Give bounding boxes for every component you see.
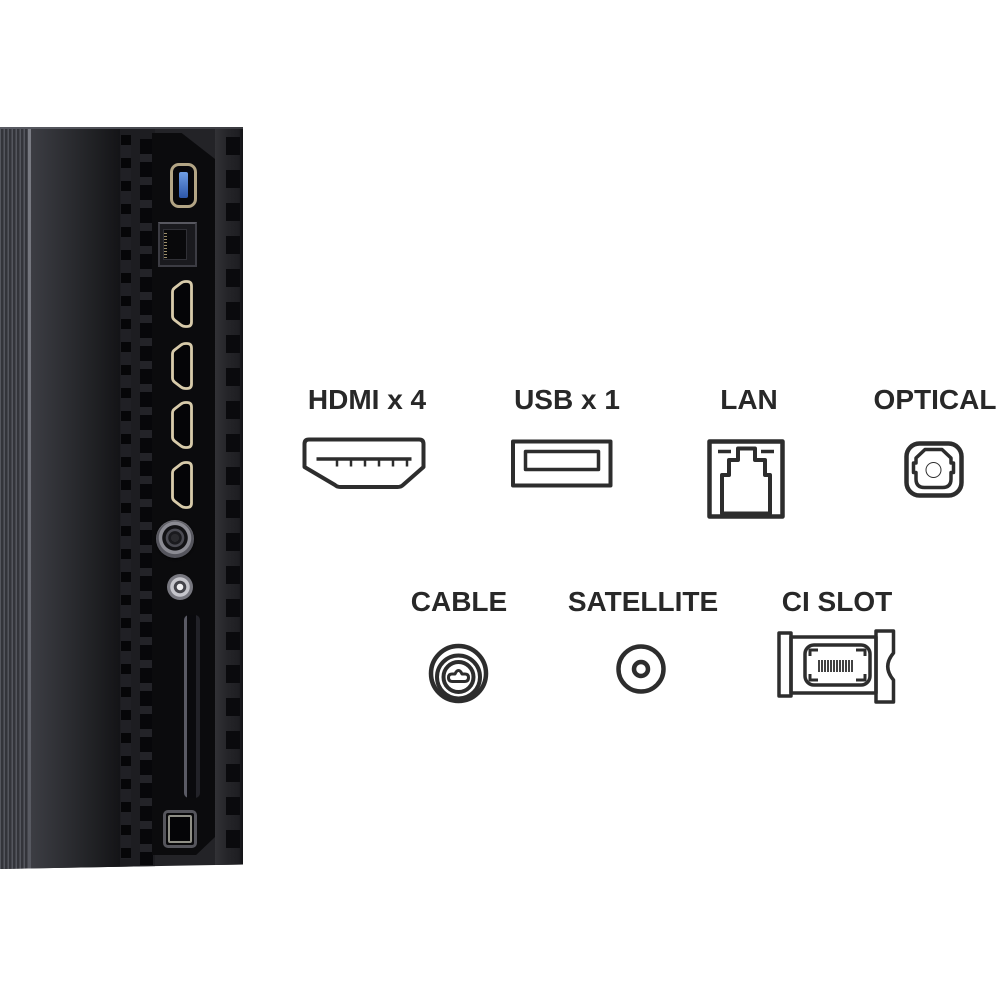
optical-connector-icon	[904, 441, 964, 498]
hdmi-port-3	[171, 401, 193, 449]
cable-label: CABLE	[410, 586, 508, 617]
hdmi-connector-icon	[302, 437, 426, 489]
satellite-label: SATELLITE	[567, 586, 719, 617]
usb-label: USB x 1	[514, 384, 620, 415]
satellite-connector-icon	[616, 644, 666, 694]
vent-column-small	[121, 135, 131, 859]
ci-card-slot	[184, 615, 200, 798]
vent-column-tall	[140, 139, 153, 865]
usb-blue-tab	[179, 172, 188, 198]
optical-label: OPTICAL	[873, 384, 997, 415]
tv-edge-highlight	[28, 127, 31, 869]
satellite-f-connector	[167, 574, 193, 600]
vent-column-right	[226, 137, 240, 855]
rf-cable-connector	[156, 520, 194, 558]
lan-connector-icon	[707, 439, 785, 519]
lan-label: LAN	[720, 384, 778, 415]
tv-left-edge	[0, 127, 28, 869]
hdmi-label: HDMI x 4	[307, 384, 427, 415]
lan-port-pins	[164, 233, 167, 259]
ci-module-icon	[777, 629, 896, 704]
lan-port-opening	[163, 229, 187, 260]
usb-connector-icon	[511, 439, 613, 488]
tv-back-cover	[31, 127, 120, 869]
port-recess	[152, 133, 215, 855]
hdmi-port-2	[171, 342, 193, 390]
hdmi-port-1	[171, 280, 193, 328]
tv-side-panel-photo	[0, 127, 243, 869]
ci-slot-label: CI SLOT	[781, 586, 893, 617]
usb-port	[170, 163, 197, 208]
hdmi-port-4	[171, 461, 193, 509]
optical-audio-port	[163, 810, 197, 848]
optical-port-opening	[168, 815, 192, 843]
tv-top-edge	[0, 127, 243, 129]
lan-port	[158, 222, 197, 267]
cable-connector-icon	[428, 643, 489, 704]
